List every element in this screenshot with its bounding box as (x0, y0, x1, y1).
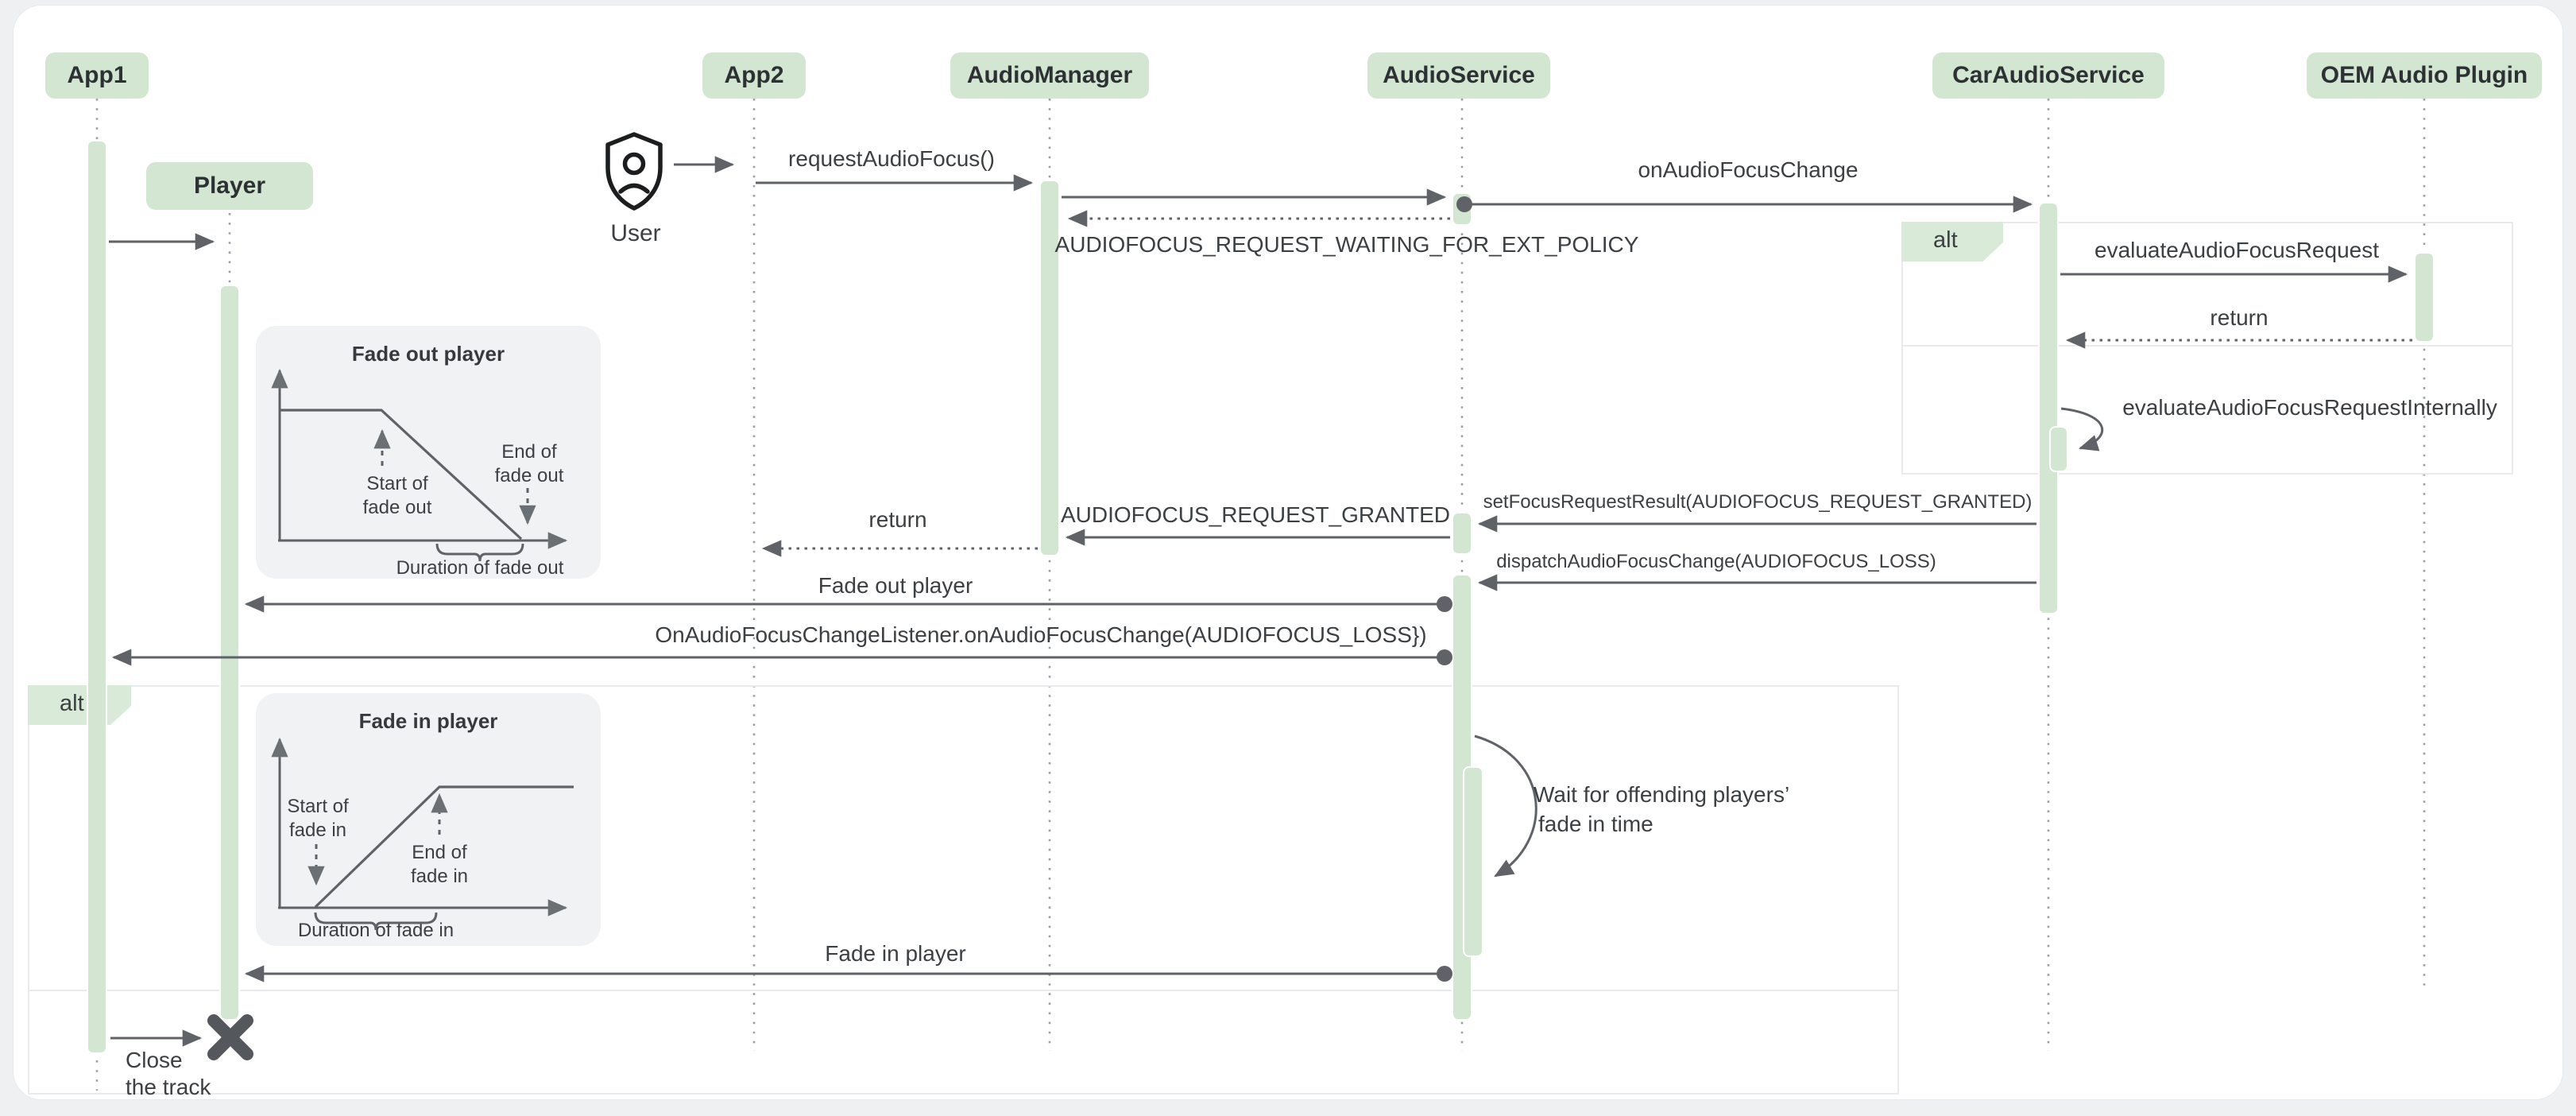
label-close-line1: Close (126, 1048, 183, 1072)
label-close-line2: the track (126, 1075, 211, 1099)
activation-audioservice-1 (1452, 192, 1472, 226)
label-evaluate-internally: evaluateAudioFocusRequestInternally (2122, 395, 2497, 420)
alt-fragment-left-divider (28, 990, 1899, 991)
participant-app1: App1 (45, 52, 149, 99)
label-user: User (610, 220, 661, 246)
fade-out-duration-label: Duration of fade out (396, 557, 564, 579)
alt-label-text: alt (1933, 227, 1958, 253)
label-return-app2: return (868, 507, 927, 532)
activation-caraudioservice-nested (2049, 426, 2068, 472)
alt-label-text: alt (60, 691, 84, 716)
label-request-audio-focus: requestAudioFocus() (788, 146, 995, 171)
activation-app1 (87, 140, 107, 1054)
label-wait-note-line2: fade in time (1538, 812, 1654, 836)
activation-audioservice-2 (1452, 512, 1472, 555)
alt-fragment-left (28, 685, 1899, 1095)
participant-audiomanager: AudioManager (950, 52, 1149, 99)
participant-player: Player (146, 162, 313, 210)
activation-oem (2414, 252, 2435, 343)
label-fade-out-player: Fade out player (818, 573, 973, 598)
label-dispatch-loss: dispatchAudioFocusChange(AUDIOFOCUS_LOSS… (1496, 551, 1936, 572)
label-waiting-policy: AUDIOFOCUS_REQUEST_WAITING_FOR_EXT_POLIC… (1054, 232, 1639, 257)
label-return-oem: return (2210, 305, 2269, 330)
label-wait-note-line1: Wait for offending players’ (1534, 782, 1790, 807)
fade-out-inset-title: Fade out player (351, 342, 505, 366)
activation-audioservice-nested (1463, 766, 1483, 957)
label-on-audio-focus-change: onAudioFocusChange (1638, 157, 1859, 182)
alt-fragment-left-label: alt (28, 685, 131, 725)
activation-player (219, 285, 240, 1021)
label-set-focus-result: setFocusRequestResult(AUDIOFOCUS_REQUEST… (1483, 491, 2033, 513)
label-evaluate-request: evaluateAudioFocusRequest (2094, 238, 2380, 262)
label-request-granted: AUDIOFOCUS_REQUEST_GRANTED (1060, 502, 1451, 527)
participant-app2: App2 (702, 52, 806, 99)
fade-in-duration-label: Duration of fade in (297, 920, 454, 941)
alt-fragment-right-label: alt (1901, 222, 2003, 262)
alt-fragment-right-divider (1901, 345, 2513, 347)
label-fade-in-player: Fade in player (825, 941, 966, 966)
alt-fragment-right (1901, 222, 2513, 475)
fade-in-inset-title: Fade in player (358, 709, 498, 733)
participant-caraudioservice: CarAudioService (1932, 52, 2164, 99)
label-focus-listener: OnAudioFocusChangeListener.onAudioFocusC… (655, 622, 1427, 647)
participant-oem-audio-plugin: OEM Audio Plugin (2307, 52, 2542, 99)
participant-audioservice: AudioService (1367, 52, 1550, 99)
activation-audiomanager (1039, 180, 1060, 556)
activation-caraudioservice (2038, 202, 2059, 614)
